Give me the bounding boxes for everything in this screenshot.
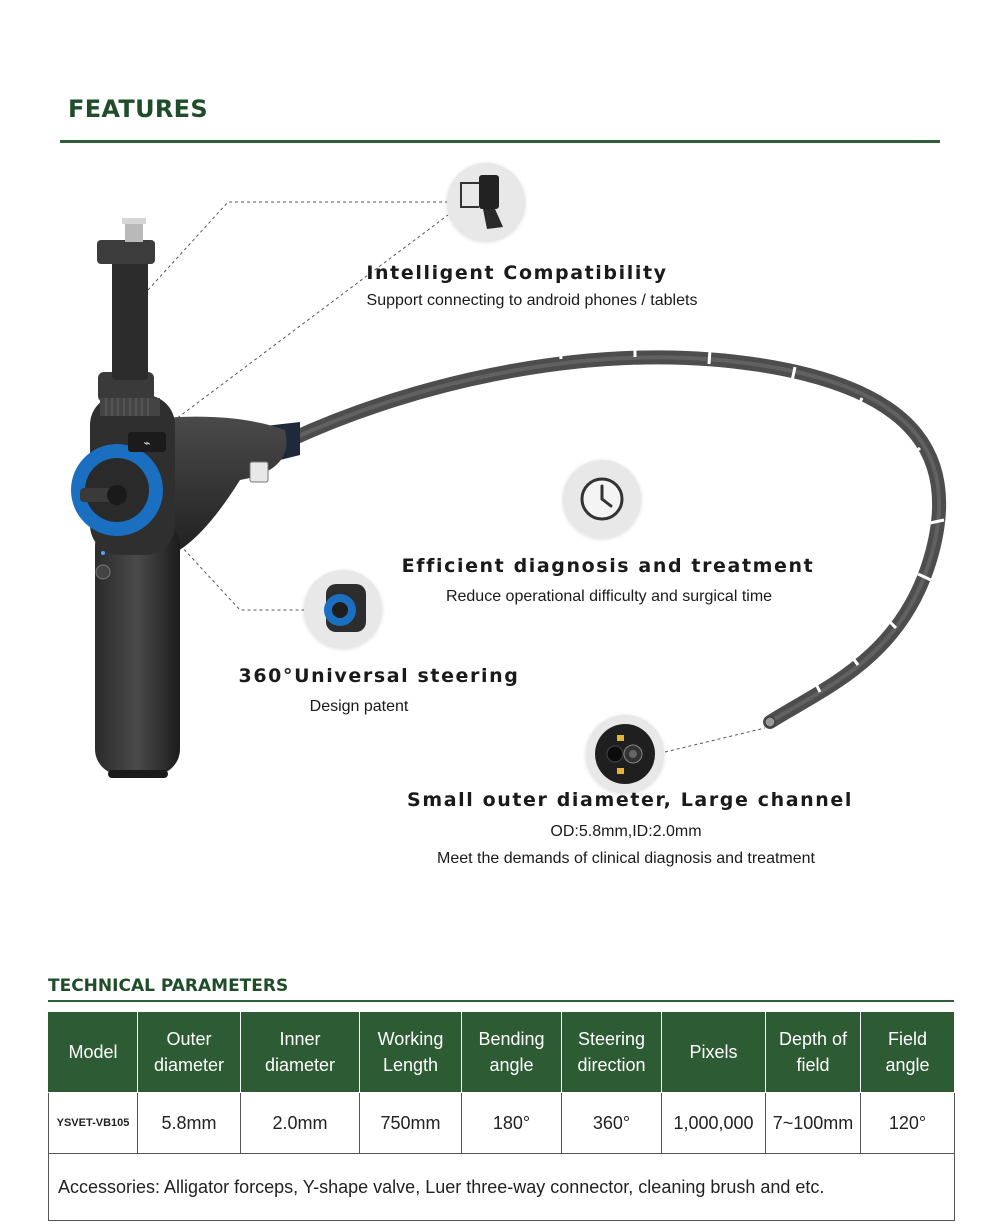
- endoscope-illustration: ⌁: [71, 201, 947, 778]
- phone-holder-icon: [447, 163, 525, 241]
- features-heading: FEATURES: [68, 95, 208, 123]
- accessories-cell: Accessories: Alligator forceps, Y-shape …: [48, 1153, 955, 1221]
- svg-text:⌁: ⌁: [143, 436, 150, 450]
- technical-divider: [48, 1000, 954, 1002]
- cell-model: YSVET-VB105: [48, 1092, 138, 1154]
- feature-diameter-desc-1: OD:5.8mm,ID:2.0mm: [550, 823, 702, 840]
- camera-tip-icon: [586, 715, 664, 793]
- accessories-row: Accessories: Alligator forceps, Y-shape …: [48, 1153, 955, 1221]
- feature-compatibility-desc: Support connecting to android phones / t…: [366, 292, 698, 309]
- leader-lines: [147, 201, 766, 753]
- cell-steering-direction: 360°: [561, 1092, 662, 1154]
- cell-bending-angle: 180°: [461, 1092, 562, 1154]
- clock-icon: [563, 460, 641, 538]
- features-divider: [60, 140, 940, 143]
- feature-efficient-desc: Reduce operational difficulty and surgic…: [445, 588, 773, 605]
- feature-diameter-desc-2: Meet the demands of clinical diagnosis a…: [437, 850, 815, 867]
- steering-wheel-icon: [304, 570, 382, 648]
- cell-field-angle: 120°: [860, 1092, 955, 1154]
- cell-working-length: 750mm: [359, 1092, 462, 1154]
- cell-inner-diameter: 2.0mm: [240, 1092, 360, 1154]
- cell-depth-of-field: 7~100mm: [765, 1092, 861, 1154]
- feature-steering-desc: Design patent: [309, 698, 409, 715]
- table-row: YSVET-VB105 5.8mm 2.0mm 750mm 180° 360° …: [48, 1092, 955, 1154]
- cell-pixels: 1,000,000: [661, 1092, 766, 1154]
- header-model: Model: [48, 1011, 138, 1093]
- header-pixels: Pixels: [661, 1011, 766, 1093]
- feature-efficient-title: Efficient diagnosis and treatment: [401, 555, 815, 577]
- feature-compatibility-title: Intelligent Compatibility: [366, 262, 668, 284]
- technical-parameters-heading: TECHNICAL PARAMETERS: [48, 976, 289, 996]
- feature-steering-title: 360°Universal steering: [238, 665, 520, 687]
- cell-outer-diameter: 5.8mm: [137, 1092, 241, 1154]
- feature-diameter-title: Small outer diameter, Large channel: [407, 789, 853, 811]
